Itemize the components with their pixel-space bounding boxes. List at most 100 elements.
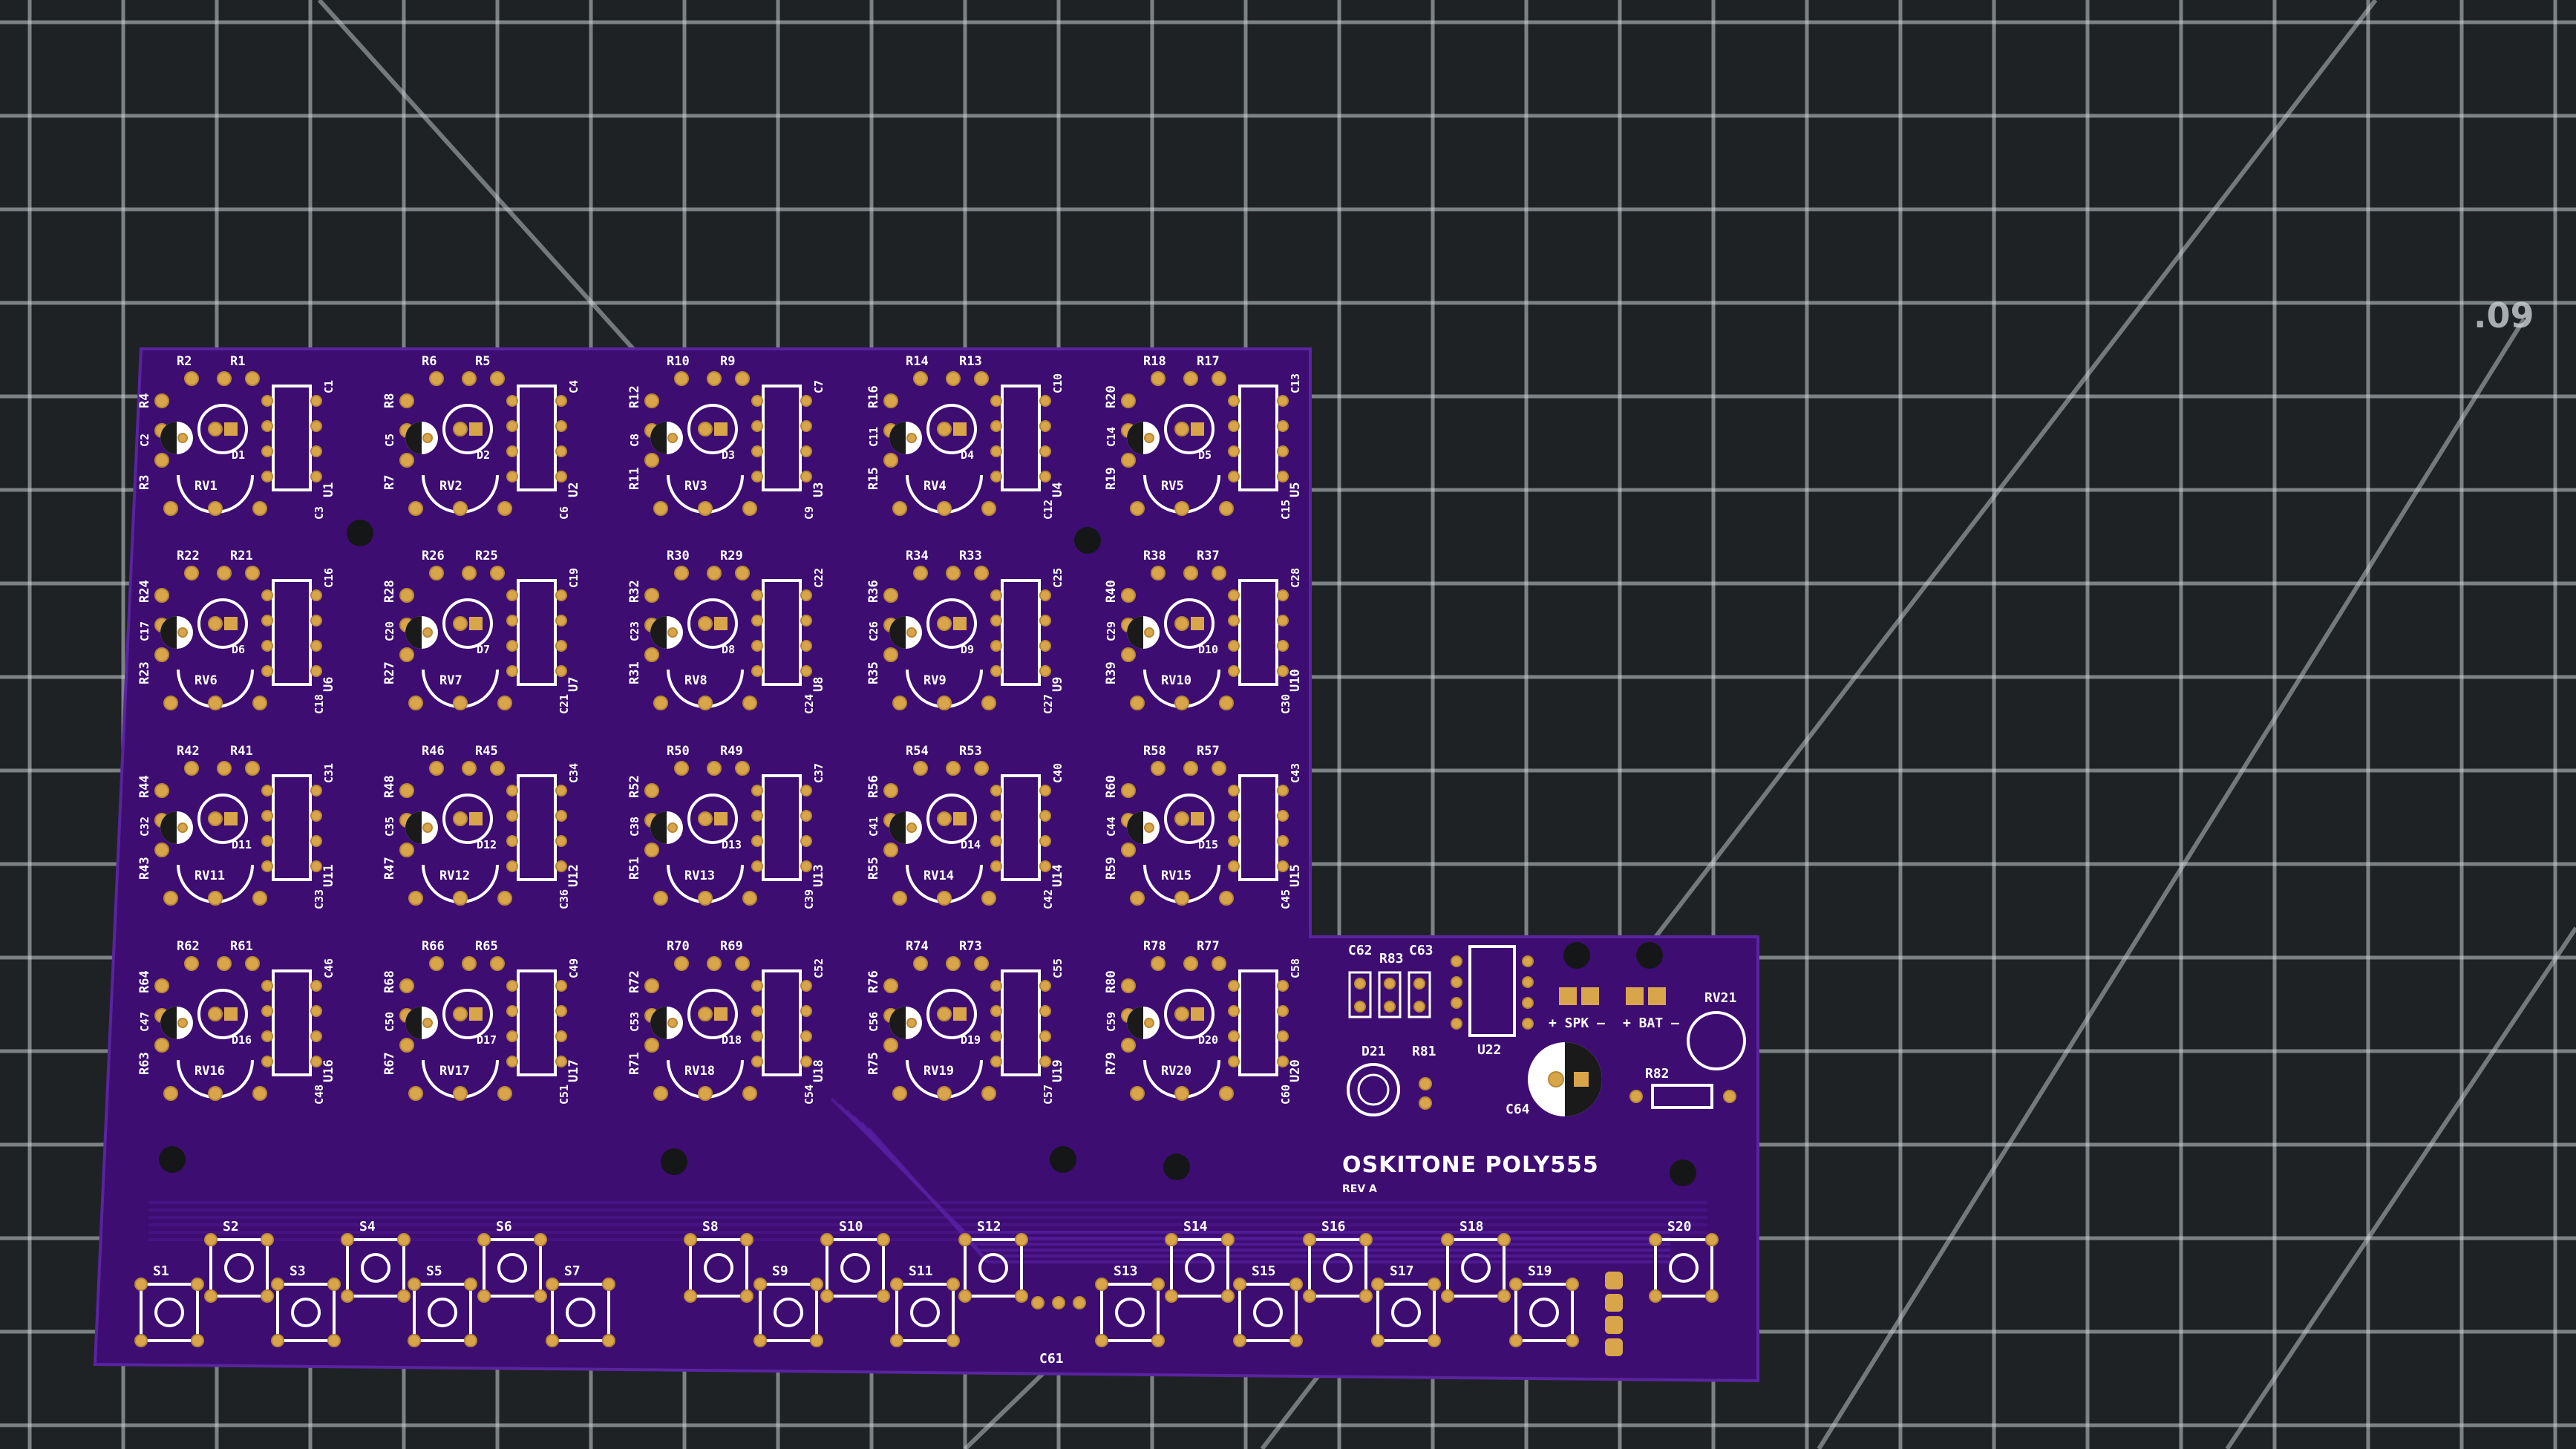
- solder-pad: [1039, 589, 1051, 601]
- solder-pad: [397, 1233, 411, 1246]
- solder-pad: [753, 1278, 767, 1291]
- solder-pad: [981, 891, 996, 906]
- diode-label: D5: [1198, 448, 1212, 462]
- solder-pad: [883, 843, 898, 857]
- resistor-label: R46: [422, 744, 445, 759]
- solder-pad: [1039, 835, 1051, 847]
- solder-pad: [1039, 471, 1051, 483]
- solder-pad: [1649, 1289, 1662, 1303]
- solder-pad: [310, 1030, 322, 1042]
- solder-pad: [506, 785, 518, 797]
- ic-outline: [762, 579, 802, 686]
- resistor-label: R76: [866, 970, 881, 993]
- solder-pad: [208, 1086, 223, 1101]
- switch-outline: [413, 1283, 472, 1342]
- solder-pad: [1574, 1072, 1589, 1087]
- switch-actuator: [291, 1298, 321, 1327]
- switch-outline: [276, 1283, 336, 1342]
- solder-pad: [698, 616, 713, 631]
- component-outline: [1378, 971, 1402, 1018]
- solder-pad: [990, 1005, 1002, 1017]
- solder-pad: [1497, 1233, 1511, 1246]
- solder-pad: [751, 1005, 763, 1017]
- resistor-label: R74: [906, 939, 929, 954]
- solder-pad: [820, 1233, 834, 1246]
- solder-pad: [990, 835, 1002, 847]
- solder-pad: [883, 588, 898, 603]
- solder-pad: [602, 1278, 615, 1291]
- ic-label: U2: [566, 483, 581, 497]
- solder-pad: [217, 956, 232, 971]
- switch-outline: [1446, 1238, 1506, 1298]
- solder-pad: [937, 811, 952, 826]
- solder-pad: [667, 822, 678, 833]
- solder-pad: [1039, 420, 1051, 432]
- resistor-label: R2: [177, 354, 192, 369]
- solder-pad: [990, 589, 1002, 601]
- solder-pad: [953, 617, 967, 630]
- solder-pad: [1174, 811, 1189, 826]
- resistor-label: R30: [667, 549, 690, 563]
- switch-actuator: [774, 1298, 803, 1327]
- solder-pad: [506, 835, 518, 847]
- capacitor-label: C59: [1105, 1012, 1118, 1032]
- solder-pad: [751, 1056, 763, 1067]
- solder-pad: [327, 1278, 341, 1291]
- solder-pad: [177, 433, 188, 443]
- solder-pad: [602, 1334, 615, 1347]
- solder-pad: [800, 615, 812, 627]
- solder-pad: [974, 566, 989, 580]
- solder-pad: [981, 696, 996, 710]
- diode-label: D17: [477, 1033, 497, 1047]
- resistor-label: R38: [1143, 549, 1166, 563]
- resistor-label: R65: [475, 939, 498, 954]
- solder-pad: [546, 1278, 559, 1291]
- solder-pad: [462, 566, 477, 580]
- solder-pad: [883, 393, 898, 408]
- switch-actuator: [1323, 1253, 1353, 1283]
- solder-pad: [1705, 1233, 1719, 1246]
- header-pin: [1605, 1272, 1623, 1289]
- solder-pad: [1121, 978, 1136, 993]
- ic-outline: [1001, 969, 1041, 1076]
- solder-pad: [1233, 1334, 1246, 1347]
- solder-pad: [653, 1086, 668, 1101]
- capacitor-label: C58: [1289, 958, 1302, 978]
- diode-outline: [1164, 598, 1215, 649]
- switch-actuator: [154, 1298, 184, 1327]
- solder-pad: [555, 395, 567, 407]
- trimmer-label: RV2: [439, 479, 462, 494]
- resistor-label: R13: [959, 354, 982, 369]
- switch-label: S16: [1321, 1219, 1346, 1234]
- solder-pad: [644, 843, 659, 857]
- solder-pad: [453, 891, 468, 906]
- trimmer-label: RV18: [684, 1064, 715, 1079]
- solder-pad: [208, 616, 223, 631]
- diode-label: D10: [1198, 643, 1218, 656]
- solder-pad: [674, 566, 689, 580]
- diode-outline: [687, 794, 738, 844]
- resistor-label: R64: [137, 970, 152, 993]
- solder-pad: [742, 501, 757, 516]
- solder-pad: [906, 433, 917, 443]
- trimmer-label: RV8: [684, 673, 707, 688]
- solder-pad: [751, 395, 763, 407]
- diode-outline: [197, 598, 248, 649]
- solder-pad: [422, 1018, 433, 1028]
- solder-pad: [990, 445, 1002, 457]
- diode-label: D4: [961, 448, 974, 462]
- solder-pad: [429, 566, 444, 580]
- led-outline: [1347, 1063, 1400, 1116]
- resistor-label: R23: [137, 661, 152, 684]
- diode-label: D8: [722, 643, 735, 656]
- solder-pad: [555, 860, 567, 872]
- trimmer-label: RV4: [923, 479, 947, 494]
- diode-label: D7: [477, 643, 490, 656]
- solder-pad: [399, 978, 414, 993]
- switch-label: S17: [1390, 1263, 1414, 1279]
- mounting-hole: [347, 520, 373, 546]
- solder-pad: [154, 783, 169, 798]
- resistor-label: R11: [627, 467, 642, 490]
